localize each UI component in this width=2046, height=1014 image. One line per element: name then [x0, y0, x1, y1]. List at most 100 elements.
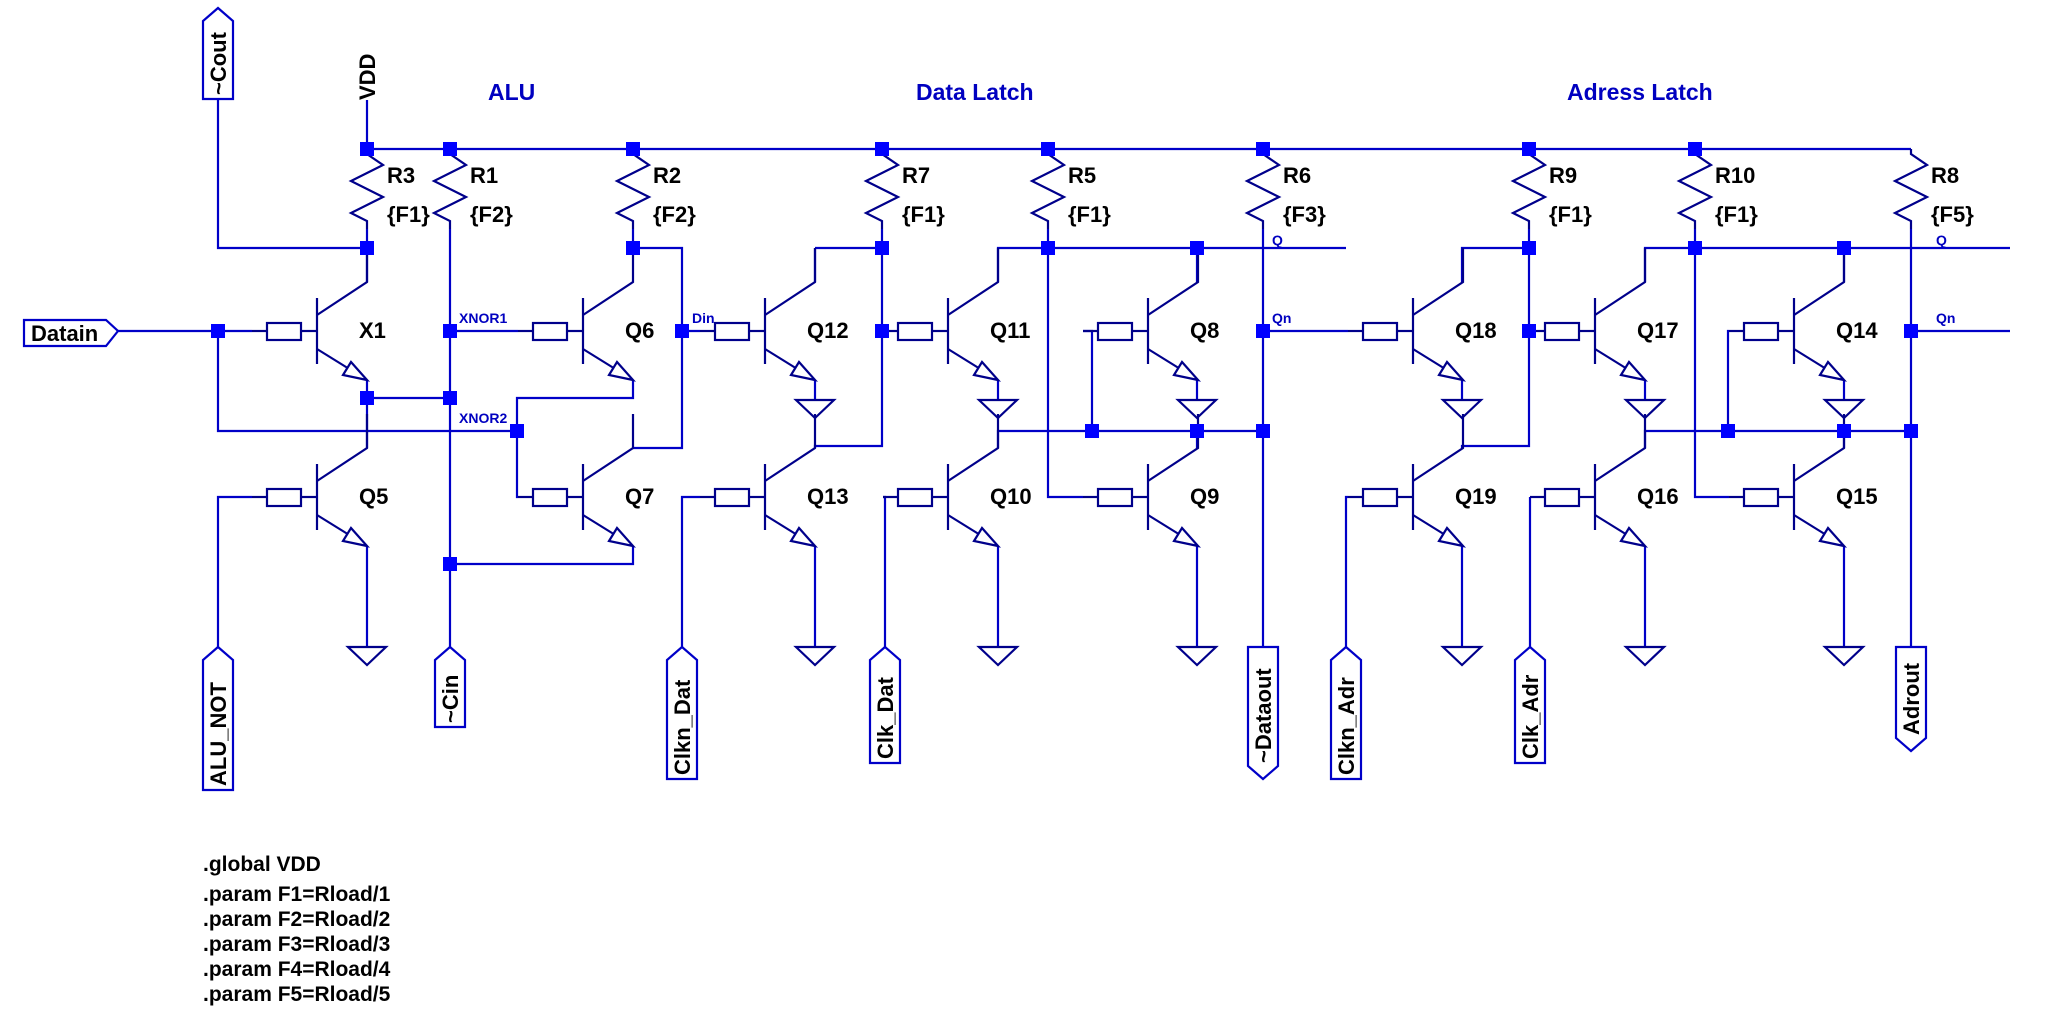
port-adrout[interactable]: Adrout	[1894, 645, 1928, 753]
base-resistor	[265, 321, 303, 342]
wire	[216, 99, 367, 250]
junctions-layer	[211, 142, 1918, 571]
port-label: ~Cin	[438, 675, 463, 723]
resistor-zigzag	[614, 149, 652, 229]
junction-dot	[360, 142, 374, 156]
ground-triangle	[976, 398, 1020, 420]
junction-dot	[1688, 241, 1702, 255]
wire	[1046, 229, 1083, 499]
port-cin[interactable]: ~Cin	[433, 645, 467, 729]
resistor-ref-label: R5	[1068, 163, 1096, 188]
transistor-x1: X1	[252, 248, 386, 382]
resistor-r9: R9{F1}	[1510, 149, 1592, 229]
junction-dot	[875, 142, 889, 156]
wire	[216, 495, 252, 647]
base-resistor	[1543, 487, 1581, 508]
transistor-ref-label: Q18	[1455, 318, 1497, 343]
ground-icon	[793, 645, 837, 667]
transistor-q14: Q14	[1729, 248, 1878, 382]
resistor-r6: R6 {F3}	[1244, 149, 1326, 229]
port-alu-not[interactable]: ALU_NOT	[201, 645, 235, 792]
resistor-ref-label: R10	[1715, 163, 1755, 188]
resistor-r10: R10{F1}	[1676, 149, 1758, 229]
port-clk-adr[interactable]: Clk_Adr	[1513, 645, 1547, 765]
collector-lead	[316, 414, 369, 482]
net-label-din: Din	[692, 310, 715, 326]
junction-dot	[510, 424, 524, 438]
resistor-ref-label: R6	[1283, 163, 1311, 188]
port-label: Datain	[31, 321, 98, 346]
base-resistor	[896, 487, 934, 508]
port-label: Adrout	[1899, 662, 1924, 735]
ground-triangle	[1175, 398, 1219, 420]
junction-dot	[1721, 424, 1735, 438]
transistor-q11: Q11	[883, 248, 1030, 382]
transistor-q19: Q19	[1348, 414, 1497, 548]
junction-dot	[1190, 241, 1204, 255]
resistor-value-label: {F3}	[1283, 202, 1326, 227]
wire	[680, 495, 700, 647]
junction-dot	[1041, 241, 1055, 255]
resistor-value-label: {F1}	[1549, 202, 1592, 227]
port-clkn-dat[interactable]: Clkn_Dat	[665, 645, 699, 781]
junction-dot	[360, 391, 374, 405]
port-label: Clk_Dat	[873, 676, 898, 759]
transistor-q18: Q18	[1348, 248, 1497, 382]
ground-icon	[1822, 398, 1866, 420]
transistor-q10: Q10	[883, 414, 1032, 548]
collector-lead	[1412, 248, 1465, 316]
junction-dot	[1085, 424, 1099, 438]
transistor-q5: Q5	[252, 414, 388, 548]
ground-triangle	[345, 645, 389, 667]
port-clkn-adr[interactable]: Clkn_Adr	[1329, 645, 1363, 781]
section-title-address-latch: Adress Latch	[1567, 79, 1713, 105]
port-cout[interactable]: ~Cout	[201, 6, 235, 101]
wire	[216, 331, 517, 433]
junction-dot	[443, 142, 457, 156]
junction-dot	[1522, 324, 1536, 338]
section-title-data-latch: Data Latch	[916, 79, 1034, 105]
base-resistor	[713, 487, 751, 508]
ground-triangle	[1440, 645, 1484, 667]
emitter-arrow	[1437, 360, 1467, 382]
base-resistor	[1096, 487, 1134, 508]
emitter-arrow	[1437, 526, 1467, 548]
port-datain[interactable]: Datain	[22, 318, 120, 348]
port-clk-dat[interactable]: Clk_Dat	[868, 645, 902, 765]
resistor-ref-label: R7	[902, 163, 930, 188]
base-resistor	[531, 321, 569, 342]
wire	[450, 546, 635, 566]
emitter-arrow	[607, 526, 637, 548]
junction-dot	[443, 557, 457, 571]
wire	[515, 380, 635, 431]
transistor-ref-label: Q7	[625, 484, 654, 509]
vdd-label: VDD	[355, 54, 380, 100]
collector-lead	[582, 248, 635, 316]
collector-lead	[947, 414, 1000, 482]
port-shape	[22, 318, 120, 348]
net-label-qn-data: Qn	[1272, 310, 1291, 326]
emitter-arrow	[789, 360, 819, 382]
transistor-ref-label: Q17	[1637, 318, 1679, 343]
net-label-qn-addr: Qn	[1936, 310, 1955, 326]
emitter-arrow	[789, 526, 819, 548]
port-shape	[433, 645, 467, 729]
transistor-ref-label: Q6	[625, 318, 654, 343]
port-dataout[interactable]: ~Dataout	[1246, 645, 1280, 781]
directive-param: .param F4=Rload/4	[203, 958, 391, 981]
resistor-value-label: {F5}	[1931, 202, 1974, 227]
junction-dot	[1256, 324, 1270, 338]
ground-triangle	[1822, 645, 1866, 667]
emitter-arrow	[972, 526, 1002, 548]
collector-lead	[947, 248, 1000, 316]
resistor-value-label: {F1}	[1068, 202, 1111, 227]
junction-dot	[675, 324, 689, 338]
emitter-arrow	[341, 526, 371, 548]
resistor-value-label: {F2}	[470, 202, 513, 227]
junction-dot	[1837, 241, 1851, 255]
resistor-r5: R5 {F1}	[1029, 149, 1111, 229]
port-label: ALU_NOT	[206, 682, 231, 786]
transistor-ref-label: Q15	[1836, 484, 1878, 509]
collector-lead	[1793, 414, 1846, 482]
base-resistor	[531, 487, 569, 508]
